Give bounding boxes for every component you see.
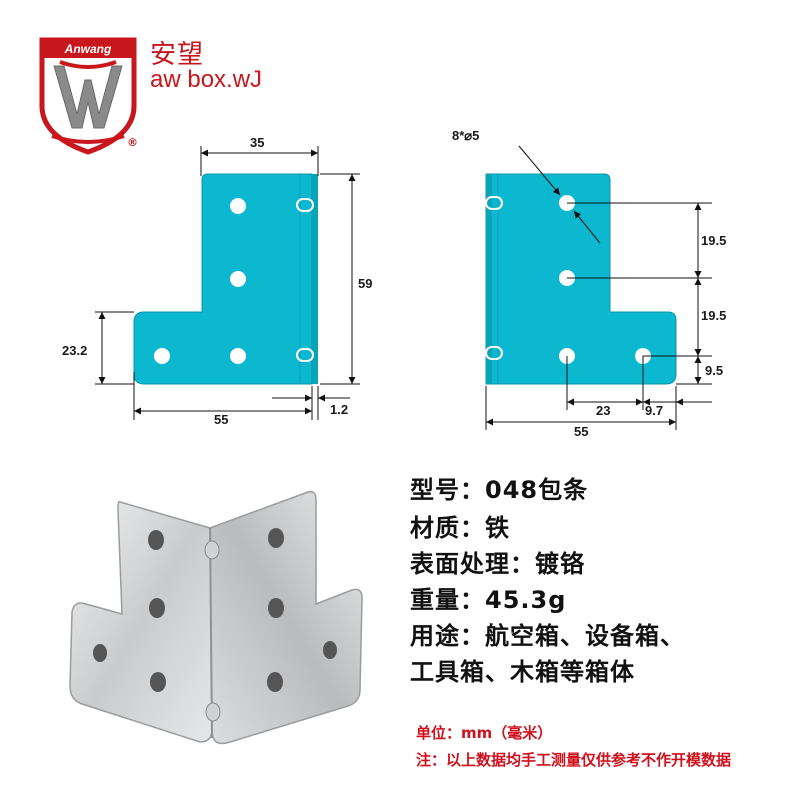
dim-v1: 19.5 bbox=[701, 233, 727, 248]
hole bbox=[323, 641, 337, 659]
logo-text: Anwang bbox=[64, 42, 112, 56]
dim-h1: 23 bbox=[596, 403, 611, 418]
brand-logo: Anwang bbox=[39, 37, 137, 155]
left-part-edge bbox=[312, 174, 318, 384]
fold-rivet bbox=[205, 702, 221, 722]
hole bbox=[149, 598, 165, 618]
registered-mark: ® bbox=[127, 136, 138, 149]
note-unit: 单位：mm（毫米） bbox=[416, 724, 553, 742]
side-slot bbox=[296, 348, 314, 362]
left-drawing bbox=[95, 145, 712, 430]
dim-v2: 19.5 bbox=[701, 308, 727, 323]
spec-model: 型号：048包条 bbox=[410, 476, 589, 504]
hole bbox=[268, 598, 284, 618]
note-disclaimer: 注：以上数据均手工测量仅供参考不作开模数据 bbox=[416, 751, 732, 769]
dim-width-top: 35 bbox=[250, 135, 265, 150]
side-slot bbox=[485, 346, 503, 360]
spec-material: 材质：铁 bbox=[410, 514, 510, 542]
hole bbox=[148, 530, 164, 550]
spec-weight: 重量：45.3g bbox=[410, 586, 567, 614]
side-slot bbox=[485, 196, 503, 210]
spec-surface: 表面处理：镀铬 bbox=[410, 550, 585, 578]
hole bbox=[267, 672, 283, 692]
dim-thickness: 1.2 bbox=[330, 402, 349, 417]
right-part-body bbox=[485, 173, 677, 385]
hole-spec: 8*⌀5 bbox=[452, 128, 480, 143]
spec-usage-line1: 用途：航空箱、设备箱、 bbox=[410, 622, 685, 650]
left-part-body bbox=[133, 173, 313, 385]
bracket-right-wing bbox=[209, 490, 363, 745]
right-part-edge bbox=[486, 174, 492, 384]
dim-bottom-width-right: 55 bbox=[574, 424, 589, 439]
dim-v3: 9.5 bbox=[705, 363, 724, 378]
dim-h2: 9.7 bbox=[645, 403, 664, 418]
product-photo bbox=[69, 490, 363, 745]
brand-name-en: aw box.wJ bbox=[150, 66, 263, 93]
hole bbox=[230, 348, 246, 364]
fold-rivet bbox=[204, 540, 220, 560]
hole bbox=[230, 198, 246, 214]
dim-height: 59 bbox=[358, 276, 373, 291]
hole bbox=[93, 644, 107, 662]
hole bbox=[150, 672, 166, 692]
dim-bottom-width-left: 55 bbox=[214, 412, 229, 427]
brand-name-cn: 安望 bbox=[150, 40, 205, 70]
spec-usage-line2: 工具箱、木箱等箱体 bbox=[410, 658, 635, 686]
dim-left-height: 23.2 bbox=[62, 343, 88, 358]
hole bbox=[154, 348, 170, 364]
side-slot bbox=[296, 198, 314, 212]
hole bbox=[268, 528, 284, 548]
hole bbox=[230, 271, 246, 287]
bracket-left-wing bbox=[69, 500, 213, 743]
